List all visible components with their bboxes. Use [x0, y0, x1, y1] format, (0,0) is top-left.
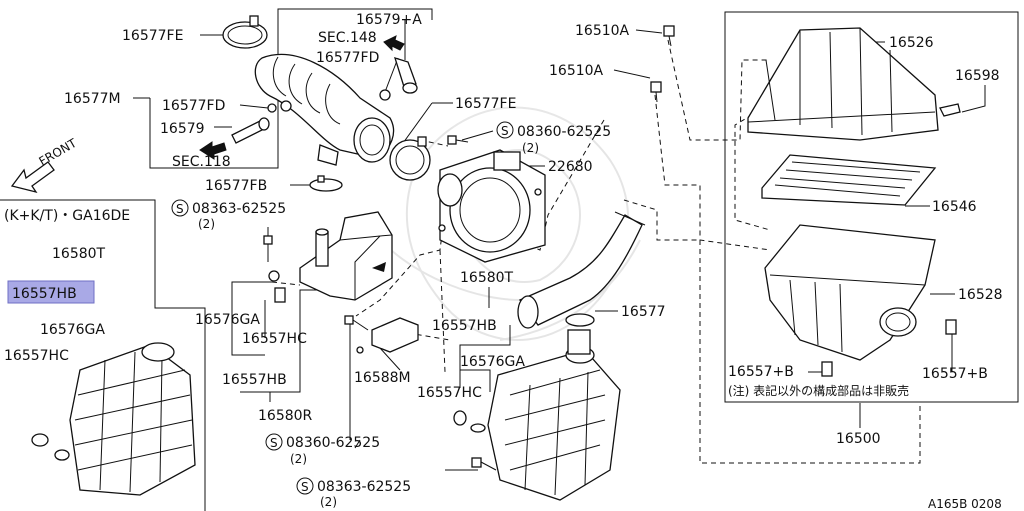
label-08360-top-qty: (2) — [522, 141, 539, 155]
label-08363-left-qty: (2) — [198, 217, 215, 231]
label-16557hc-left: 16557HC — [4, 348, 69, 364]
label-16528: 16528 — [958, 287, 1003, 303]
svg-text:S: S — [176, 202, 184, 216]
label-16557hb-highlighted: 16557HB — [12, 286, 77, 302]
label-08363-bot-qty: (2) — [320, 495, 337, 509]
bolt-left-mid — [263, 235, 273, 262]
label-16576ga-left: 16576GA — [40, 322, 105, 338]
small-hose-16579 — [231, 100, 292, 144]
arrow-sec-118 — [199, 141, 227, 160]
label-sec118: SEC.118 — [172, 154, 231, 170]
highlight-16557hb — [7, 280, 95, 304]
bracket-16588m — [344, 315, 419, 354]
air-duct-16577 — [517, 211, 646, 329]
label-note: (注) 表記以外の構成部品は非販売 — [728, 383, 909, 398]
label-16580r: 16580R — [258, 408, 313, 424]
svg-text:S: S — [270, 436, 278, 450]
resonator-left — [31, 342, 196, 496]
clamp-16577fb — [309, 175, 343, 192]
small-hose-16579a — [379, 57, 418, 101]
label-08363-bot: 08363-62525 — [317, 479, 411, 495]
label-16557b-left: 16557+B — [728, 364, 794, 380]
grommets-mid-lower — [453, 410, 497, 471]
label-16510a-top: 16510A — [575, 23, 630, 39]
label-16598: 16598 — [955, 68, 1000, 84]
clamp-mid — [389, 136, 431, 181]
throttle-body — [437, 149, 546, 263]
air-filter-element — [761, 154, 937, 206]
label-16557hb-right: 16557HB — [432, 318, 497, 334]
clip-16598 — [939, 103, 961, 117]
label-diagram-code: A165B 0208 — [928, 497, 1002, 511]
label-front: FRONT — [37, 136, 80, 169]
label-16510a-mid: 16510A — [549, 63, 604, 79]
label-16577fe-top: 16577FE — [122, 28, 183, 44]
label-16526: 16526 — [889, 35, 934, 51]
air-cleaner-cover — [747, 27, 939, 141]
grommets-housing — [821, 319, 957, 377]
grommets-left-mid — [268, 270, 286, 303]
arrow-sec-148 — [383, 35, 405, 52]
air-cleaner-housing — [764, 224, 936, 361]
bolt-top-mid — [447, 135, 469, 145]
label-16579a: 16579+A — [356, 12, 422, 28]
clamp-top-left — [222, 15, 268, 49]
resonator-bracket — [299, 211, 393, 301]
variant-frame — [0, 199, 206, 511]
label-16557hc-mid: 16557HC — [242, 331, 307, 347]
svg-text:S: S — [501, 124, 509, 138]
label-16557hb-mid: 16557HB — [222, 372, 287, 388]
bolt-16510a-mid — [650, 81, 662, 103]
label-16577: 16577 — [621, 304, 666, 320]
label-variant: (K+K/T)・GA16DE — [4, 208, 130, 224]
air-cleaner-box-frame — [724, 11, 1019, 403]
svg-text:S: S — [301, 480, 309, 494]
air-duct-hose — [254, 53, 395, 166]
label-16588m: 16588M — [354, 370, 411, 386]
label-16577fd-left: 16577FD — [162, 98, 225, 114]
part-labels: 16577FE 16579+A SEC.148 16577FD 16577M 1… — [4, 12, 1003, 511]
label-16500: 16500 — [836, 431, 881, 447]
screw-symbols: S S S S — [171, 121, 514, 495]
label-08360-bot: 08360-62525 — [286, 435, 380, 451]
label-16557hc-right: 16557HC — [417, 385, 482, 401]
label-16557b-right: 16557+B — [922, 366, 988, 382]
label-16580t-mid: 16580T — [460, 270, 514, 286]
resonator-mid — [487, 329, 621, 501]
label-16546: 16546 — [932, 199, 977, 215]
front-arrow — [10, 161, 55, 194]
label-16577fe-mid: 16577FE — [455, 96, 516, 112]
label-sec148: SEC.148 — [318, 30, 377, 46]
label-16577fb: 16577FB — [205, 178, 267, 194]
label-16579: 16579 — [160, 121, 205, 137]
label-16576ga-mid: 16576GA — [195, 312, 260, 328]
label-08363-left: 08363-62525 — [192, 201, 286, 217]
label-08360-bot-qty: (2) — [290, 452, 307, 466]
label-16576ga-right: 16576GA — [460, 354, 525, 370]
label-22680: 22680 — [548, 159, 593, 175]
label-08360-top: 08360-62525 — [517, 124, 611, 140]
label-16577m: 16577M — [64, 91, 121, 107]
bolt-16510a-top — [663, 25, 675, 47]
label-16577fd-top: 16577FD — [316, 50, 379, 66]
label-16580t-left: 16580T — [52, 246, 106, 262]
